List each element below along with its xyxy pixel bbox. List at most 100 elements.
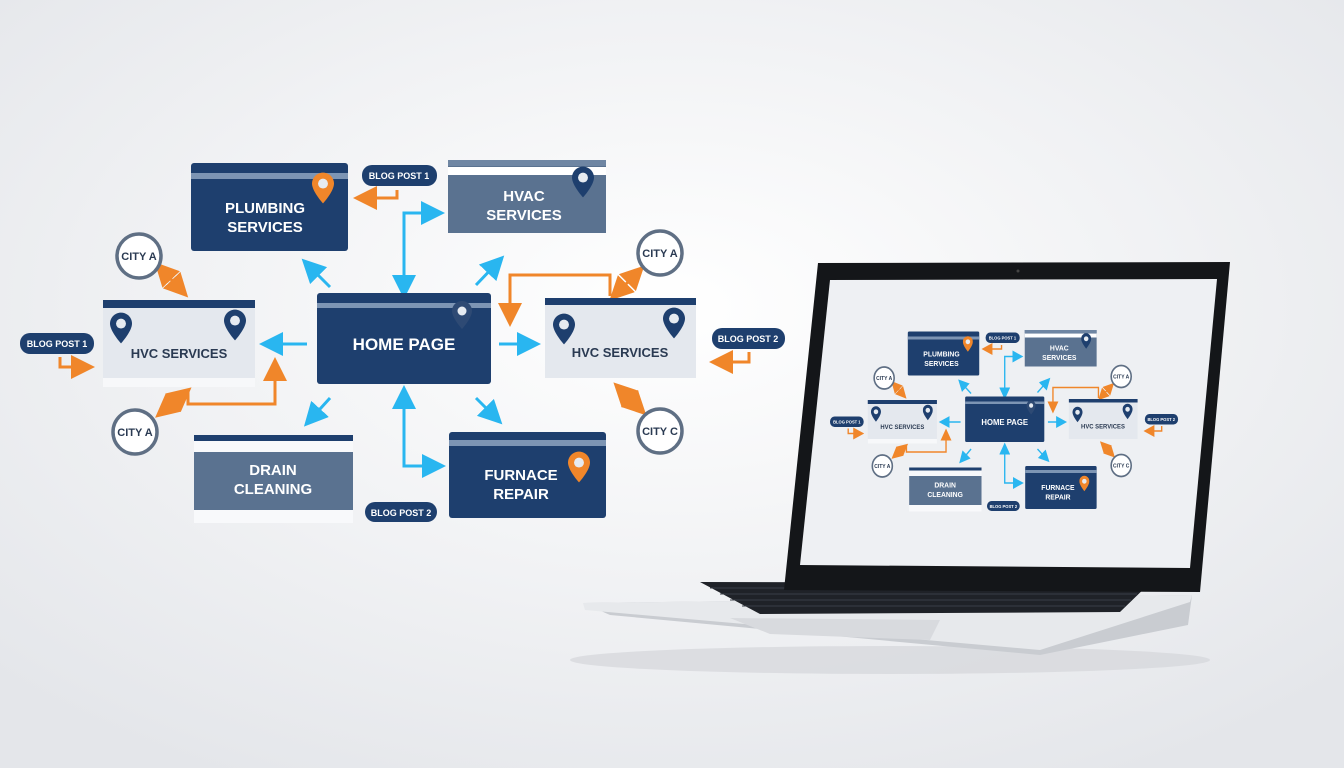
arrow-icon (709, 350, 751, 374)
arrow-icon (155, 387, 192, 418)
node-home-page[interactable]: HOME PAGE (317, 293, 491, 384)
node-hvc-services-right[interactable]: HVC SERVICES (545, 298, 696, 378)
sitemap-diagram: PLUMBING SERVICES HVAC SERVICES HVC SERV… (20, 160, 785, 523)
arrow-icon (959, 448, 972, 464)
node-label: SERVICES (227, 219, 303, 236)
tag-label: BLOG POST 1 (989, 335, 1017, 340)
node-label: HOME PAGE (981, 418, 1028, 427)
tag-label: BLOG POST 2 (1147, 417, 1175, 422)
city-label: CITY A (121, 251, 157, 263)
city-label: CITY A (1113, 374, 1129, 380)
trackpad (730, 618, 940, 640)
arrow-icon (1098, 382, 1115, 401)
node-label: REPAIR (1045, 493, 1071, 501)
tag-city-a-left-top[interactable]: CITY A (115, 232, 163, 280)
node-label: DRAIN (934, 481, 956, 489)
arrow-icon (847, 427, 865, 440)
arrow-icon (958, 379, 972, 395)
node-drain-cleaning[interactable]: DRAIN CLEANING (194, 435, 353, 523)
city-label: CITY A (642, 248, 678, 260)
node-label: HVC SERVICES (1081, 423, 1125, 430)
arrow-icon (613, 382, 647, 416)
arrow-icon (1099, 441, 1115, 458)
arrow-icon (891, 443, 909, 459)
node-label: FURNACE (484, 467, 557, 484)
tag-city-a-right[interactable]: CITY A (636, 229, 684, 277)
tag-label: BLOG POST 2 (990, 504, 1018, 509)
node-hvc-services-right[interactable]: HVC SERVICES (1068, 399, 1138, 439)
screen-diagram: PLUMBING SERVICES HVAC SERVICES HVC SERV… (830, 330, 1179, 512)
node-hvc-services-left[interactable]: HVC SERVICES (103, 300, 255, 387)
tag-blog-post-1-left[interactable]: BLOG POST 1 (830, 416, 864, 428)
arrow-icon (392, 385, 446, 478)
node-hvc-services-left[interactable]: HVC SERVICES (867, 400, 937, 444)
node-plumbing-services[interactable]: PLUMBING SERVICES (907, 331, 980, 376)
node-label: DRAIN (249, 462, 297, 479)
arrow-icon (999, 350, 1024, 400)
tag-city-a-right[interactable]: CITY A (1110, 364, 1133, 389)
node-label: SERVICES (924, 360, 959, 368)
node-hvac-services[interactable]: HVAC SERVICES (448, 160, 606, 233)
arrow-icon (303, 396, 332, 427)
connection-arrows (847, 343, 1163, 489)
arrow-icon (58, 355, 95, 379)
node-home-page[interactable]: HOME PAGE (965, 396, 1045, 443)
node-label: CLEANING (234, 481, 312, 498)
node-label: FURNACE (1041, 484, 1075, 492)
arrow-icon (154, 262, 189, 298)
tag-city-c[interactable]: CITY C (636, 407, 684, 455)
city-label: CITY A (117, 427, 153, 439)
arrow-icon (1036, 377, 1051, 394)
tag-label: BLOG POST 2 (718, 334, 779, 344)
tag-city-a-left-top[interactable]: CITY A (873, 366, 895, 390)
arrow-icon (474, 255, 505, 287)
tag-label: BLOG POST 1 (369, 171, 430, 181)
tag-label: BLOG POST 1 (833, 419, 861, 424)
arrow-icon (999, 442, 1024, 489)
arrow-icon (474, 396, 503, 425)
city-label: CITY A (876, 376, 892, 382)
arrow-icon (301, 258, 332, 289)
arrow-icon (1036, 448, 1050, 463)
node-label: SERVICES (1042, 354, 1077, 362)
tag-blog-post-2-right[interactable]: BLOG POST 2 (712, 328, 785, 349)
arrow-icon (353, 186, 399, 210)
tag-blog-post-1-top[interactable]: BLOG POST 1 (362, 165, 437, 186)
arrow-icon (392, 201, 445, 299)
tag-blog-post-2-bottom[interactable]: BLOG POST 2 (986, 501, 1020, 511)
node-hvac-services[interactable]: HVAC SERVICES (1024, 330, 1097, 367)
tag-city-a-left-bottom[interactable]: CITY A (871, 454, 894, 478)
screen-diagram-copy: PLUMBING SERVICES HVAC SERVICES HVC SERV… (830, 330, 1179, 512)
node-plumbing-services[interactable]: PLUMBING SERVICES (191, 163, 348, 251)
node-label: REPAIR (493, 486, 549, 503)
node-label: HVC SERVICES (880, 424, 924, 431)
tag-label: BLOG POST 1 (27, 339, 88, 349)
tag-blog-post-1-left[interactable]: BLOG POST 1 (20, 333, 94, 354)
city-label: CITY A (874, 464, 890, 470)
node-label: HVAC (503, 188, 545, 205)
tag-blog-post-2-bottom[interactable]: BLOG POST 2 (365, 502, 437, 522)
tag-label: BLOG POST 2 (371, 508, 432, 518)
tag-city-c[interactable]: CITY C (1110, 453, 1133, 478)
tag-blog-post-1-top[interactable]: BLOG POST 1 (985, 332, 1020, 344)
tag-city-a-left-bottom[interactable]: CITY A (111, 408, 159, 456)
node-label: PLUMBING (923, 350, 960, 358)
arrow-icon (609, 265, 645, 301)
node-label: PLUMBING (225, 200, 305, 217)
node-furnace-repair[interactable]: FURNACE REPAIR (449, 432, 606, 518)
node-drain-cleaning[interactable]: DRAIN CLEANING (909, 467, 982, 512)
arrow-icon (891, 381, 907, 399)
node-label: HVAC (1050, 344, 1069, 352)
node-label: HVC SERVICES (131, 346, 228, 361)
laptop-icon: PLUMBING SERVICES HVAC SERVICES HVC SERV… (570, 262, 1230, 674)
node-furnace-repair[interactable]: FURNACE REPAIR (1025, 466, 1097, 509)
arrow-icon (981, 343, 1003, 355)
arrow-icon (1143, 425, 1163, 437)
node-label: HOME PAGE (353, 335, 456, 354)
node-label: HVC SERVICES (572, 345, 669, 360)
city-label: CITY C (1113, 463, 1129, 469)
node-label: CLEANING (927, 491, 963, 499)
city-label: CITY C (642, 426, 678, 438)
tag-blog-post-2-right[interactable]: BLOG POST 2 (1144, 414, 1179, 425)
